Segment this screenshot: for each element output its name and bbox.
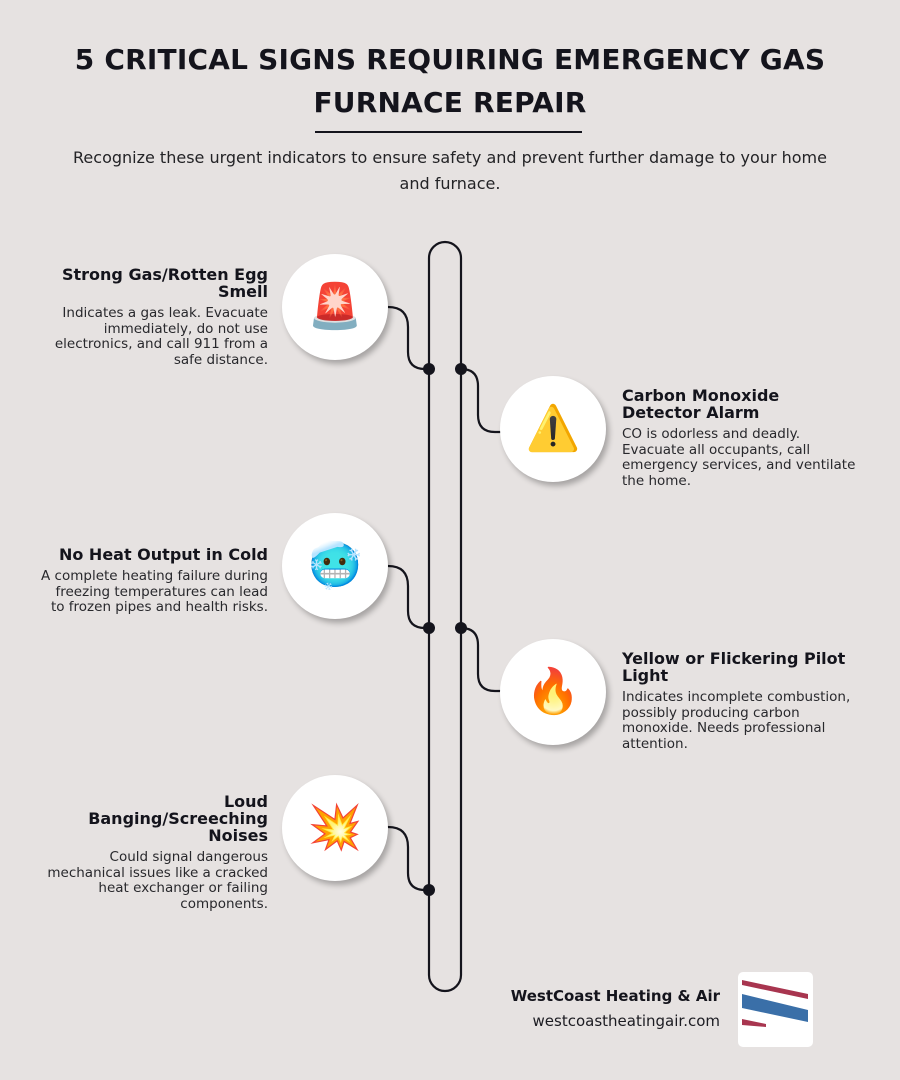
sign-1-text: Strong Gas/Rotten Egg Smell Indicates a …	[40, 266, 268, 368]
sign-title: Yellow or Flickering Pilot Light	[622, 649, 846, 685]
sign-5-icon-circle: 💥	[282, 775, 388, 881]
cold-face-icon: 🥶	[307, 540, 363, 591]
sign-description: Indicates a gas leak. Evacuate immediate…	[54, 305, 268, 368]
sign-3-text: No Heat Output in Cold A complete heatin…	[40, 546, 268, 616]
page-title: 5 CRITICAL SIGNS REQUIRING EMERGENCY GAS…	[74, 43, 826, 119]
sign-title: Strong Gas/Rotten Egg Smell	[61, 265, 268, 301]
company-logo	[738, 972, 813, 1047]
page-subtitle: Recognize these urgent indicators to ens…	[73, 148, 827, 193]
sign-description: CO is odorless and deadly. Evacuate all …	[622, 426, 856, 489]
sign-1-icon-circle: 🚨	[282, 254, 388, 360]
logo-stripes-icon	[742, 980, 808, 1027]
sign-4-icon-circle: 🔥	[500, 639, 606, 745]
sign-5-text: Loud Banging/Screeching Noises Could sig…	[40, 793, 268, 912]
sign-description: A complete heating failure during freezi…	[41, 568, 268, 615]
sign-4-text: Yellow or Flickering Pilot Light Indicat…	[622, 650, 862, 752]
sign-title: Loud Banging/Screeching Noises	[88, 792, 268, 845]
collision-burst-icon: 💥	[307, 802, 363, 853]
sign-description: Could signal dangerous mechanical issues…	[47, 849, 268, 912]
sign-2-icon-circle: ⚠️	[500, 376, 606, 482]
title-underline	[315, 131, 582, 133]
police-siren-light-icon: 🚨	[307, 281, 363, 332]
sign-3-icon-circle: 🥶	[282, 513, 388, 619]
warning-triangle-icon: ⚠️	[525, 403, 581, 454]
sign-2-text: Carbon Monoxide Detector Alarm CO is odo…	[622, 387, 862, 489]
sign-description: Indicates incomplete combustion, possibl…	[622, 689, 851, 752]
fire-icon: 🔥	[525, 666, 581, 717]
company-website[interactable]: westcoastheatingair.com	[532, 1012, 720, 1030]
sign-title: Carbon Monoxide Detector Alarm	[622, 386, 780, 422]
sign-title: No Heat Output in Cold	[58, 545, 268, 564]
company-name: WestCoast Heating & Air	[510, 987, 720, 1005]
